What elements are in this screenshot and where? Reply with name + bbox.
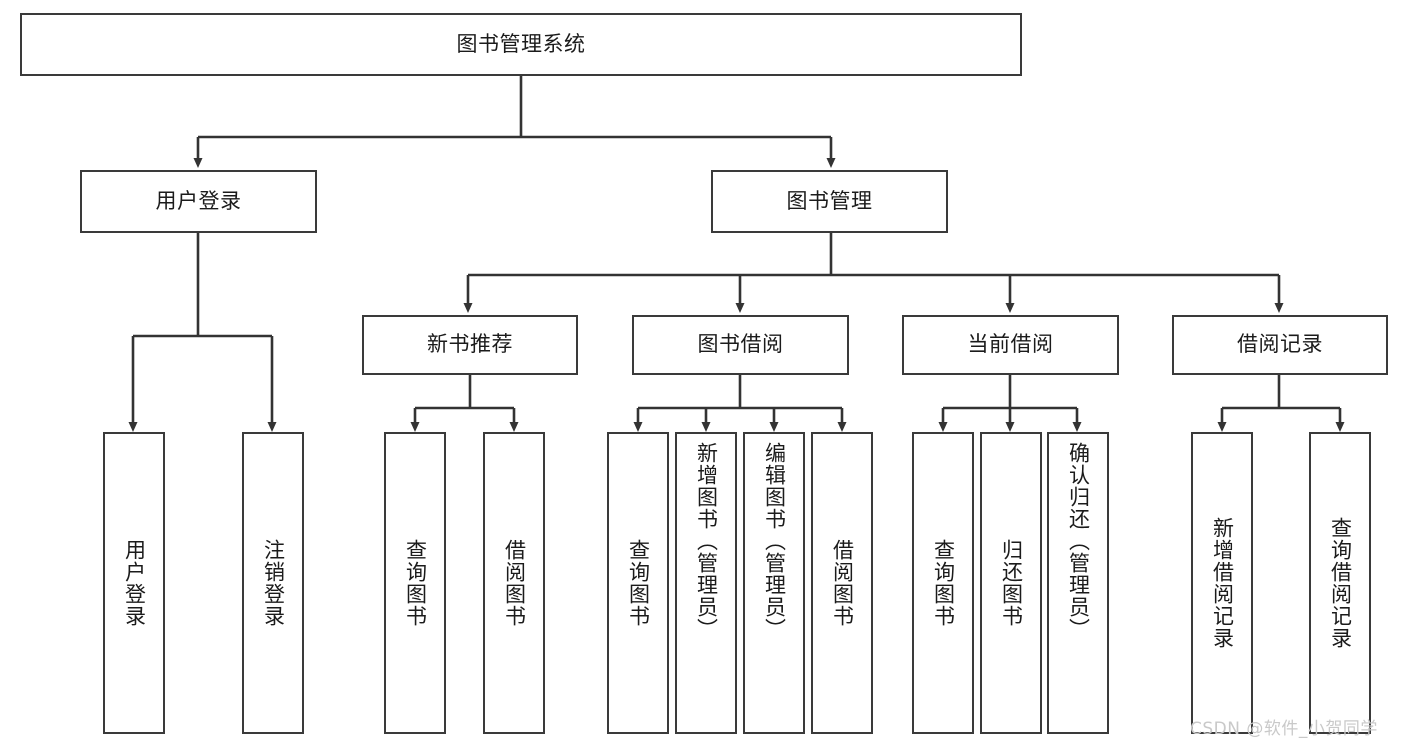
node-leaf-user-logout-label: 注销登录 bbox=[261, 539, 286, 627]
node-leaf-query-book-2[interactable]: 查询图书 bbox=[607, 432, 669, 734]
node-leaf-add-record[interactable]: 新增借阅记录 bbox=[1191, 432, 1253, 734]
node-leaf-borrow-book-1-label: 借阅图书 bbox=[502, 539, 527, 627]
node-leaf-borrow-book-1[interactable]: 借阅图书 bbox=[483, 432, 545, 734]
node-borrow-record[interactable]: 借阅记录 bbox=[1172, 315, 1388, 375]
node-user-login-label: 用户登录 bbox=[155, 188, 242, 213]
node-leaf-return-book[interactable]: 归还图书 bbox=[980, 432, 1042, 734]
node-leaf-add-book-label: 新增图书（管理员） bbox=[694, 442, 719, 640]
node-borrow-record-label: 借阅记录 bbox=[1237, 332, 1323, 357]
node-current-borrow-label: 当前借阅 bbox=[967, 332, 1054, 357]
node-book-borrow[interactable]: 图书借阅 bbox=[632, 315, 849, 375]
node-leaf-query-book-2-label: 查询图书 bbox=[626, 539, 651, 627]
node-leaf-user-login[interactable]: 用户登录 bbox=[103, 432, 165, 734]
node-root-label: 图书管理系统 bbox=[456, 31, 586, 56]
node-leaf-borrow-book-2-label: 借阅图书 bbox=[830, 539, 855, 627]
node-leaf-user-login-label: 用户登录 bbox=[122, 539, 147, 627]
node-book-borrow-label: 图书借阅 bbox=[697, 332, 784, 357]
csdn-watermark: CSDN @软件_小贺同学 bbox=[1190, 719, 1378, 739]
node-leaf-borrow-book-2[interactable]: 借阅图书 bbox=[811, 432, 873, 734]
node-leaf-add-record-label: 新增借阅记录 bbox=[1210, 517, 1235, 649]
node-user-login[interactable]: 用户登录 bbox=[80, 170, 317, 233]
node-book-manage-label: 图书管理 bbox=[786, 188, 873, 213]
node-leaf-add-book[interactable]: 新增图书（管理员） bbox=[675, 432, 737, 734]
node-leaf-query-book-3[interactable]: 查询图书 bbox=[912, 432, 974, 734]
node-leaf-confirm-return-label: 确认归还（管理员） bbox=[1066, 442, 1091, 640]
node-leaf-query-record-label: 查询借阅记录 bbox=[1328, 517, 1353, 649]
node-leaf-edit-book-label: 编辑图书（管理员） bbox=[762, 442, 787, 640]
node-book-manage[interactable]: 图书管理 bbox=[711, 170, 948, 233]
node-leaf-confirm-return[interactable]: 确认归还（管理员） bbox=[1047, 432, 1109, 734]
node-leaf-query-record[interactable]: 查询借阅记录 bbox=[1309, 432, 1371, 734]
node-new-book-rec-label: 新书推荐 bbox=[427, 332, 513, 357]
node-leaf-return-book-label: 归还图书 bbox=[999, 539, 1024, 627]
node-new-book-rec[interactable]: 新书推荐 bbox=[362, 315, 578, 375]
node-leaf-edit-book[interactable]: 编辑图书（管理员） bbox=[743, 432, 805, 734]
node-leaf-query-book-3-label: 查询图书 bbox=[931, 539, 956, 627]
node-current-borrow[interactable]: 当前借阅 bbox=[902, 315, 1119, 375]
node-leaf-query-book-1[interactable]: 查询图书 bbox=[384, 432, 446, 734]
node-root[interactable]: 图书管理系统 bbox=[20, 13, 1022, 76]
node-leaf-user-logout[interactable]: 注销登录 bbox=[242, 432, 304, 734]
node-leaf-query-book-1-label: 查询图书 bbox=[403, 539, 428, 627]
